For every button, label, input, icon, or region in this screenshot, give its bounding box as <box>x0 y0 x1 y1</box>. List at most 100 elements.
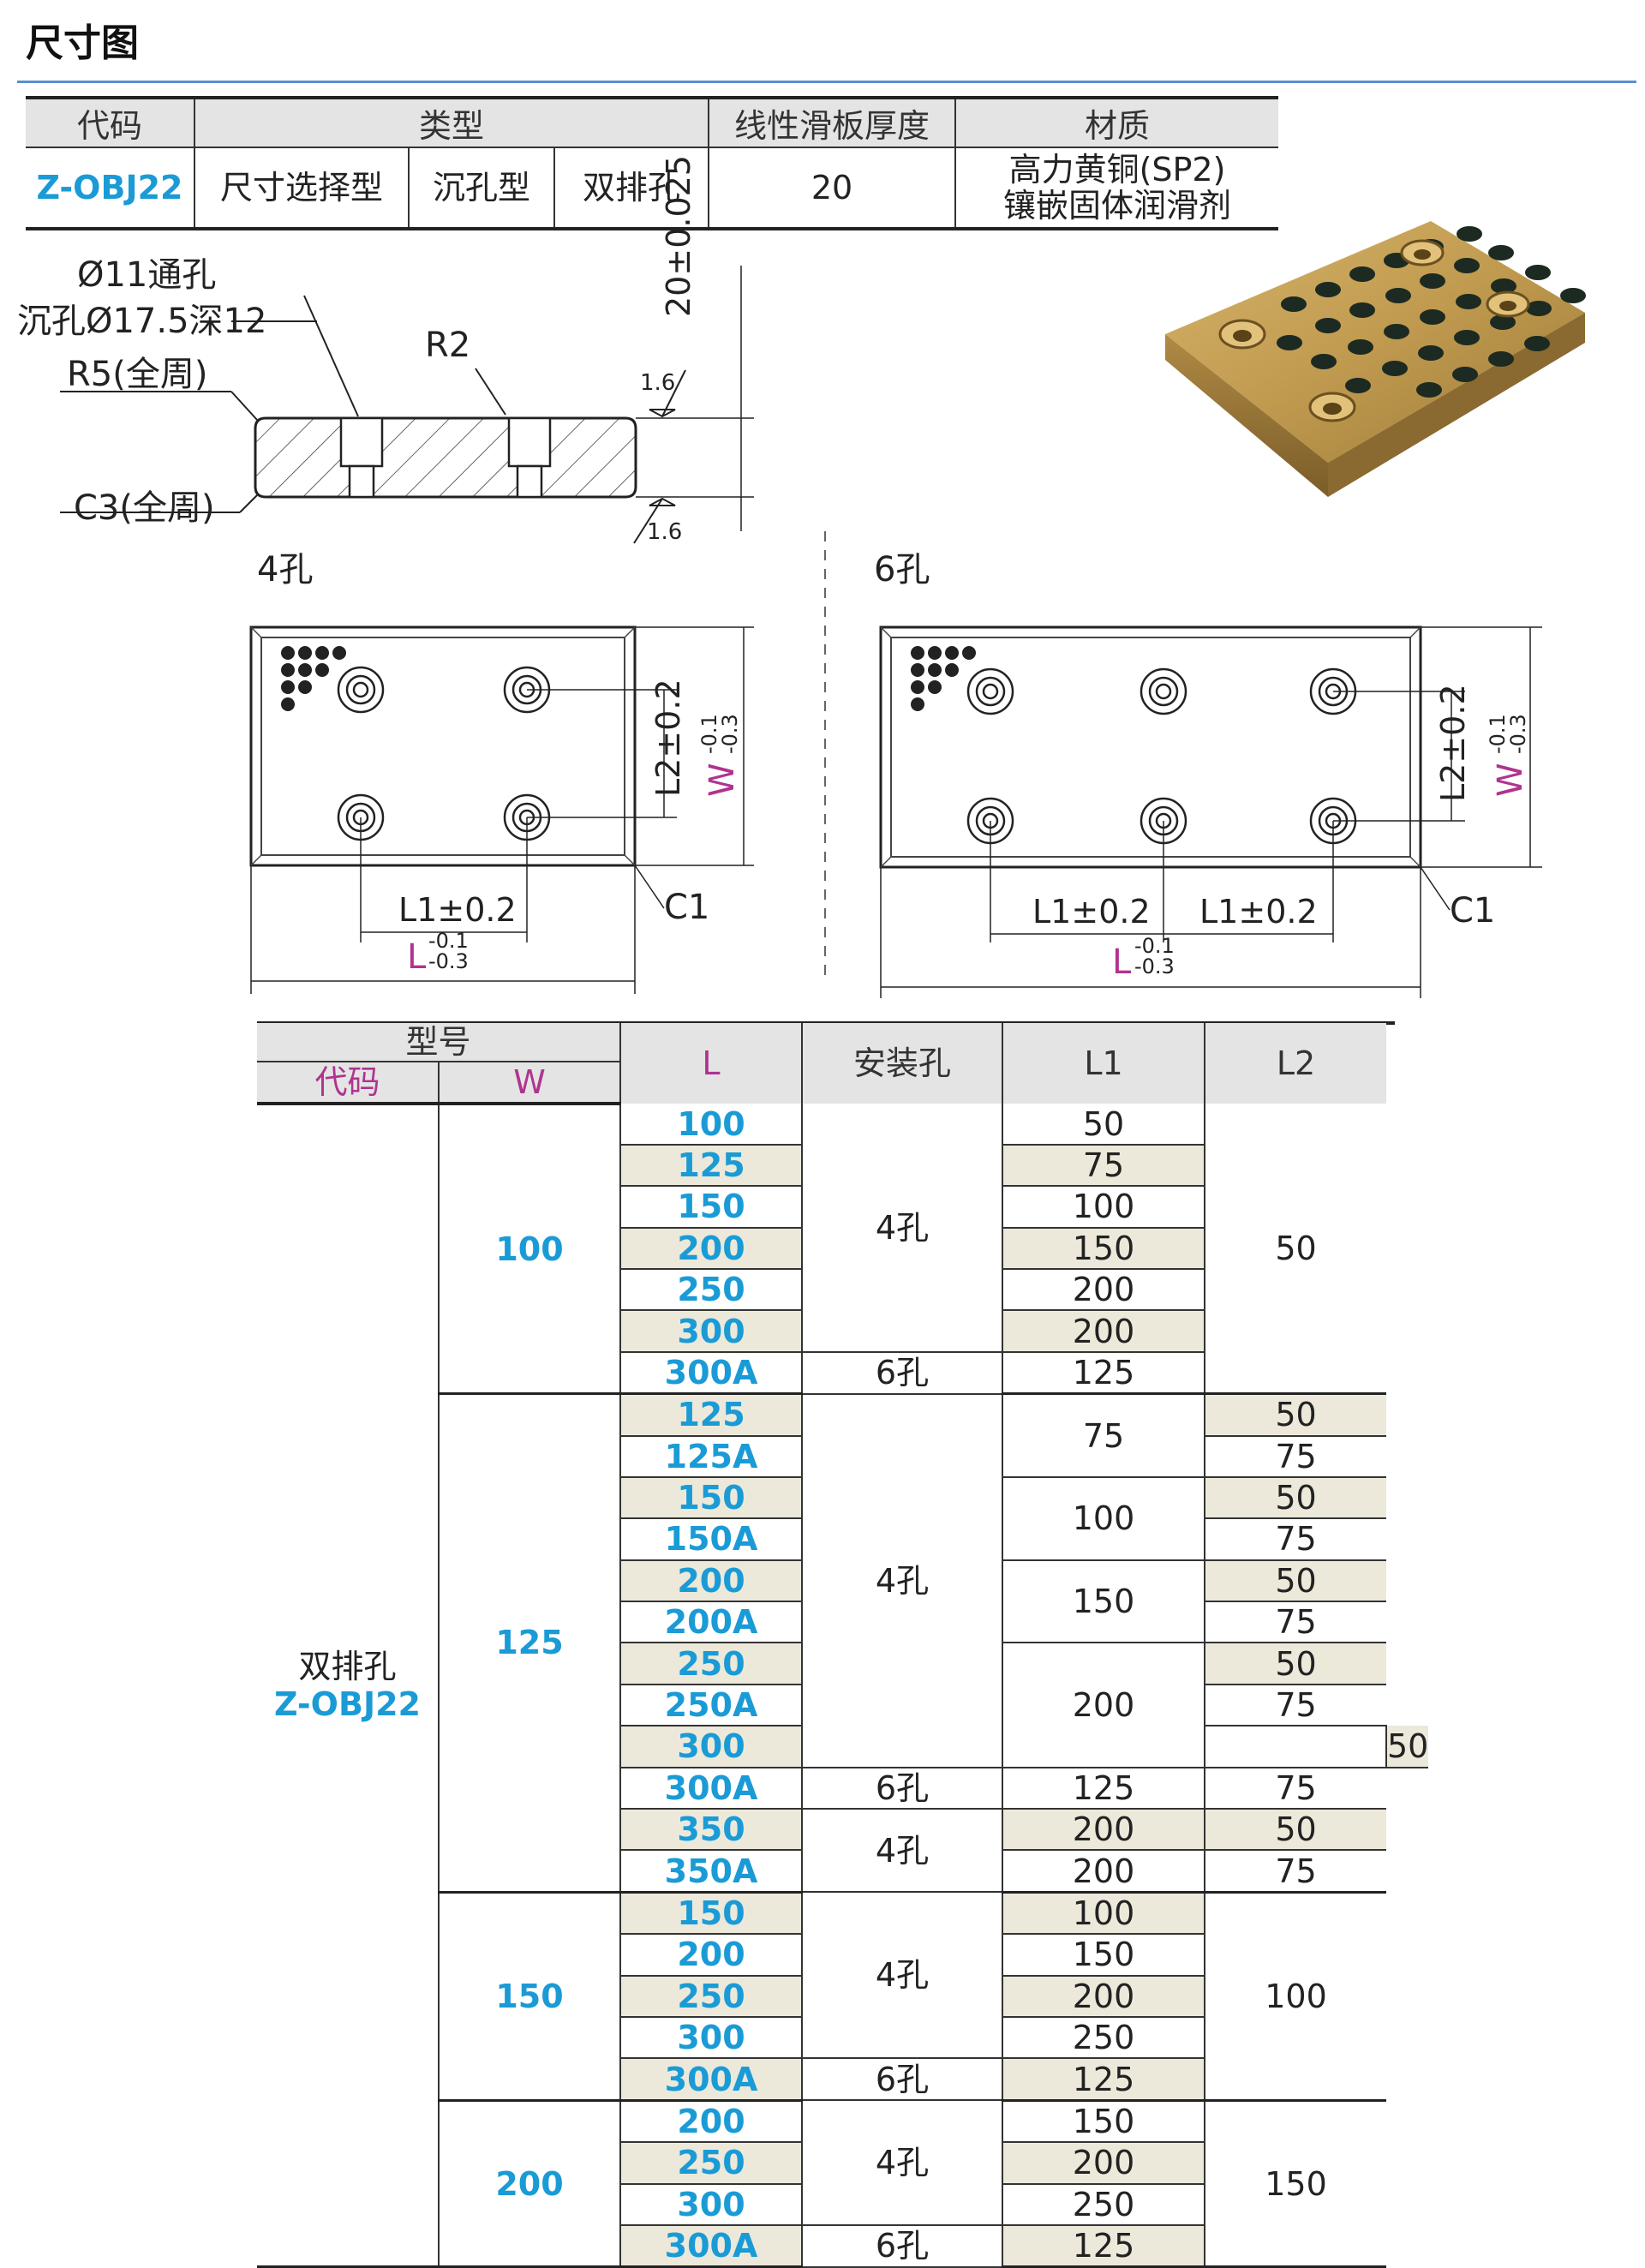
w-cell: 200 <box>438 2100 620 2268</box>
six-w-tol-upper: -0.1 <box>1486 714 1510 754</box>
l1-cell: 150 <box>1002 1559 1205 1644</box>
l-cell: 250 <box>619 2142 802 2185</box>
roughness-top: 1.6 <box>640 370 676 396</box>
six-l-dim: L <box>1112 943 1132 982</box>
six-l-tol-lower: -0.3 <box>1134 954 1175 978</box>
header-hole: 安装孔 <box>801 1023 1002 1104</box>
six-w-tol-lower: -0.3 <box>1506 714 1530 754</box>
l1-cell: 200 <box>1002 1850 1205 1894</box>
table-row: 250 200 <box>257 1975 1428 2018</box>
four-l-tol-lower: -0.3 <box>428 949 469 973</box>
four-hole-label: 4孔 <box>257 550 314 589</box>
l-cell: 125 <box>619 1144 802 1188</box>
four-l2-dim: L2±0.2 <box>649 679 687 797</box>
l2-cell: 75 <box>1204 1435 1386 1478</box>
w-cell: 125 <box>438 1393 620 1894</box>
l1-cell: 75 <box>1002 1144 1205 1188</box>
c3-label: C3(全周) <box>74 488 215 528</box>
code-line2: Z-OBJ22 <box>274 1685 421 1724</box>
header-l: L <box>619 1023 802 1104</box>
l-cell: 150A <box>619 1518 802 1561</box>
spec-material-line1: 高力黄铜(SP2) <box>1008 151 1226 189</box>
l1-cell: 200 <box>1002 1975 1205 2018</box>
table-row: 250 200 <box>257 2142 1428 2185</box>
six-l1-dim-right: L1±0.2 <box>1199 893 1318 931</box>
l1-cell: 250 <box>1002 2183 1205 2226</box>
l1-cell: 50 <box>1002 1104 1205 1146</box>
spec-material-line2: 镶嵌固体润滑剂 <box>1002 187 1231 224</box>
six-l1-dim-left: L1±0.2 <box>1032 893 1151 931</box>
spec-type-size: 尺寸选择型 <box>194 147 409 230</box>
l1-cell: 200 <box>1002 2142 1205 2185</box>
l1-cell: 75 <box>1002 1393 1205 1478</box>
l-cell: 250 <box>619 1975 802 2018</box>
page-title: 尺寸图 <box>26 21 139 65</box>
l-cell: 100 <box>619 1104 802 1146</box>
l-cell: 150 <box>619 1892 802 1936</box>
l-cell: 250 <box>619 1268 802 1312</box>
spec-header-type: 类型 <box>194 96 709 148</box>
l-cell: 300 <box>619 2016 802 2060</box>
four-w-tol-lower: -0.3 <box>718 714 742 754</box>
l1-cell: 200 <box>1002 1643 1205 1768</box>
l2-cell: 150 <box>1204 2100 1386 2268</box>
hole-cell: 6孔 <box>801 1351 1002 1395</box>
l1-cell: 100 <box>1002 1186 1205 1229</box>
hole-cell: 4孔 <box>801 1809 1002 1894</box>
l1-cell: 200 <box>1002 1310 1205 1353</box>
l-cell: 200 <box>619 1934 802 1977</box>
thickness-dimension: 20±0.025 <box>660 155 697 317</box>
l-cell: 250 <box>619 1643 802 1685</box>
l1-cell: 125 <box>1002 2224 1205 2268</box>
roughness-bottom: 1.6 <box>647 519 683 545</box>
hole-cell: 4孔 <box>801 2100 1002 2226</box>
r5-label: R5(全周) <box>67 355 208 394</box>
l-cell: 300A <box>619 1351 802 1396</box>
l2-cell: 50 <box>1204 1559 1386 1603</box>
l2-cell: 75 <box>1204 1518 1386 1561</box>
four-w-tol: -0.1 -0.3 <box>697 714 742 754</box>
through-hole-label: Ø11通孔 <box>77 255 217 295</box>
l-cell: 350 <box>619 1809 802 1852</box>
spec-material: 高力黄铜(SP2) 镶嵌固体润滑剂 <box>954 147 1278 230</box>
hole-cell: 4孔 <box>801 1393 1002 1768</box>
code-line1: 双排孔 <box>298 1648 397 1686</box>
table-row: 150A 75 <box>257 1518 1428 1561</box>
l-cell: 300 <box>619 1726 802 1768</box>
four-w-dim: W <box>703 763 742 797</box>
l-cell: 150 <box>619 1186 802 1229</box>
header-w: W <box>438 1062 620 1106</box>
l-cell: 125A <box>619 1435 802 1478</box>
six-l-tol: -0.1 -0.3 <box>1134 936 1175 977</box>
l-cell: 200 <box>619 1559 802 1603</box>
l-cell: 125 <box>619 1393 802 1437</box>
l2-cell: 75 <box>1204 1684 1386 1727</box>
l-cell: 150 <box>619 1476 802 1520</box>
r2-label: R2 <box>425 326 471 365</box>
four-w-tol-upper: -0.1 <box>697 714 721 754</box>
hole-cell: 4孔 <box>801 1104 1002 1353</box>
spec-type-counterbore: 沉孔型 <box>408 147 554 230</box>
spec-header-code: 代码 <box>26 96 194 148</box>
l2-cell: 50 <box>1204 1476 1386 1520</box>
table-row: 125A 75 <box>257 1435 1428 1478</box>
spec-type-double-row: 双排孔 <box>553 147 709 230</box>
six-l-tol-upper: -0.1 <box>1134 934 1175 958</box>
spec-header-material: 材质 <box>954 96 1278 148</box>
six-c1-label: C1 <box>1450 891 1496 931</box>
l2-cell: 50 <box>1204 1104 1386 1396</box>
l-cell: 250A <box>619 1684 802 1727</box>
hole-cell: 6孔 <box>801 1767 1002 1810</box>
